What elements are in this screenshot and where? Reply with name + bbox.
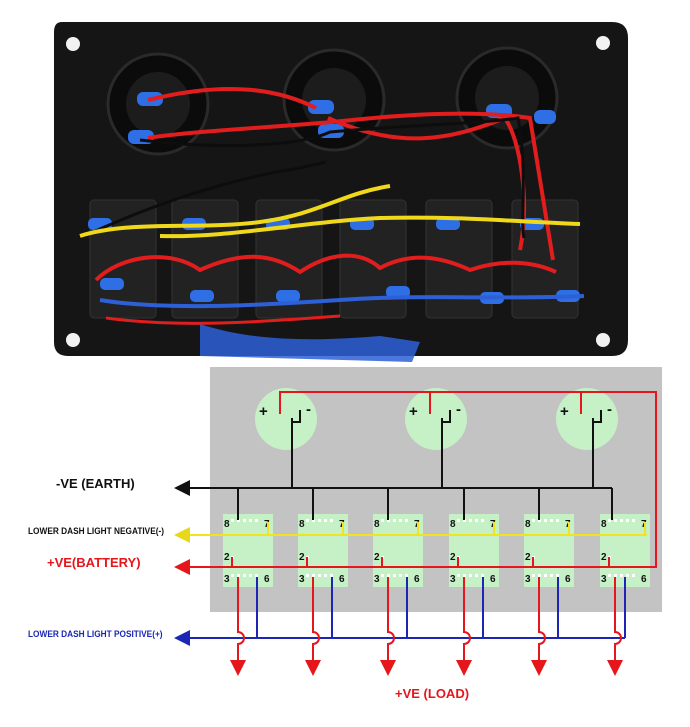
socket-housing-icon — [106, 46, 559, 156]
socket-minus-label: - — [607, 401, 612, 418]
svg-text:3: 3 — [525, 574, 531, 585]
lower-dash-positive-label: LOWER DASH LIGHT POSITIVE(+) — [28, 629, 163, 639]
svg-text:8: 8 — [450, 519, 456, 530]
lower-dash-negative-wire — [174, 522, 647, 543]
mount-hole-icon — [596, 333, 610, 347]
panel-photo — [54, 22, 628, 362]
svg-text:2: 2 — [450, 552, 456, 563]
svg-text:2: 2 — [374, 552, 380, 563]
svg-text:8: 8 — [525, 519, 531, 530]
mount-hole-icon — [66, 37, 80, 51]
socket-icon — [556, 388, 618, 450]
lower-dash-positive-wire — [174, 577, 626, 646]
svg-text:8: 8 — [299, 519, 305, 530]
svg-text:6: 6 — [339, 574, 345, 585]
svg-text:3: 3 — [601, 574, 607, 585]
load-output-wires — [230, 577, 623, 676]
lower-dash-negative-label: LOWER DASH LIGHT NEGATIVE(-) — [28, 526, 165, 536]
socket-icon — [405, 388, 467, 450]
battery-label: +VE(BATTERY) — [47, 555, 141, 570]
socket-minus-label: - — [306, 401, 311, 418]
svg-text:6: 6 — [565, 574, 571, 585]
svg-text:3: 3 — [450, 574, 456, 585]
svg-text:6: 6 — [641, 574, 647, 585]
socket-icon — [255, 388, 317, 450]
socket-terminal-labels: + - + - + - — [259, 401, 612, 420]
load-label: +VE (LOAD) — [395, 686, 470, 701]
svg-text:2: 2 — [299, 552, 305, 563]
switch-symbols — [223, 514, 650, 587]
socket-plus-label: + — [259, 403, 268, 420]
mount-hole-icon — [66, 333, 80, 347]
socket-plus-label: + — [560, 403, 569, 420]
earth-label: -VE (EARTH) — [56, 476, 135, 491]
svg-text:8: 8 — [601, 519, 607, 530]
socket-minus-label: - — [456, 401, 461, 418]
svg-text:6: 6 — [490, 574, 496, 585]
svg-text:2: 2 — [224, 552, 230, 563]
svg-text:2: 2 — [525, 552, 531, 563]
svg-text:3: 3 — [299, 574, 305, 585]
socket-plus-label: + — [409, 403, 418, 420]
socket-symbols — [255, 388, 618, 450]
battery-positive-wire — [174, 391, 657, 575]
svg-text:2: 2 — [601, 552, 607, 563]
svg-text:8: 8 — [224, 519, 230, 530]
svg-text:8: 8 — [374, 519, 380, 530]
svg-text:3: 3 — [374, 574, 380, 585]
svg-text:6: 6 — [414, 574, 420, 585]
mount-hole-icon — [596, 36, 610, 50]
svg-text:3: 3 — [224, 574, 230, 585]
svg-text:6: 6 — [264, 574, 270, 585]
earth-bus-wire — [174, 410, 613, 520]
